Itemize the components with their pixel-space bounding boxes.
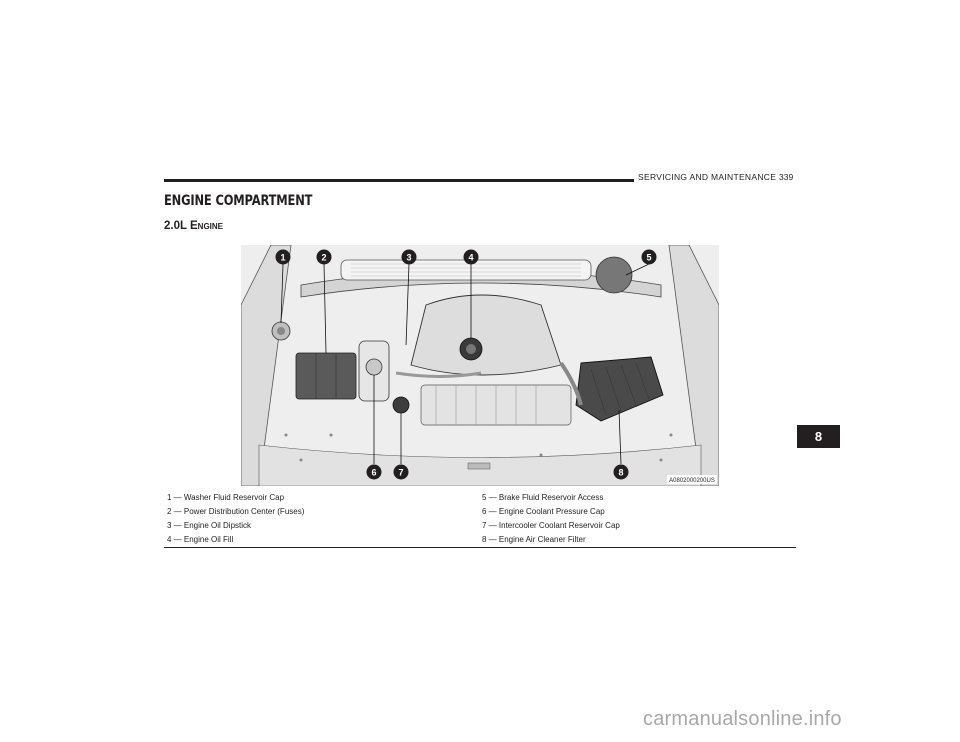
section-title: ENGINE COMPARTMENT	[164, 193, 313, 209]
callout-2	[316, 249, 332, 265]
callout-label-4: 4	[468, 253, 473, 263]
callout-label-7: 7	[398, 468, 403, 478]
legend-item-6: 6 — Engine Coolant Pressure Cap	[482, 507, 605, 516]
engine-subtitle: 2.0L Engine	[164, 220, 224, 232]
callout-label-5: 5	[646, 253, 651, 263]
legend-item-8: 8 — Engine Air Cleaner Filter	[482, 535, 586, 544]
callout-3	[401, 249, 417, 265]
callout-6	[366, 464, 382, 480]
callout-label-1: 1	[280, 253, 285, 263]
figure-code: A0802000200US	[669, 478, 715, 484]
callout-1	[275, 249, 291, 265]
callout-label-6: 6	[371, 468, 376, 478]
callout-8	[613, 464, 629, 480]
page-number: 339	[779, 172, 794, 182]
header-section-title: SERVICING AND MAINTENANCE	[638, 172, 777, 182]
chapter-tab[interactable]: 8	[797, 425, 840, 448]
legend-item-1: 1 — Washer Fluid Reservoir Cap	[167, 493, 285, 502]
callout-5	[641, 249, 657, 265]
legend-item-4: 4 — Engine Oil Fill	[167, 535, 234, 544]
legend-item-5: 5 — Brake Fluid Reservoir Access	[482, 493, 604, 502]
callout-label-2: 2	[321, 253, 326, 263]
legend-bottom-rule	[164, 547, 796, 548]
legend-item-7: 7 — Intercooler Coolant Reservoir Cap	[482, 521, 620, 530]
watermark: carmanualsonline.info	[643, 708, 842, 730]
callout-7	[393, 464, 409, 480]
callout-label-3: 3	[406, 253, 411, 263]
legend-item-2: 2 — Power Distribution Center (Fuses)	[167, 507, 305, 516]
callout-4	[463, 249, 479, 265]
engine-compartment-illustration: 1 2 3 4 5 6 7 8 A0802000200US	[241, 245, 719, 486]
legend-item-3: 3 — Engine Oil Dipstick	[167, 521, 252, 530]
header-rule	[164, 179, 634, 182]
callout-label-8: 8	[618, 468, 623, 478]
